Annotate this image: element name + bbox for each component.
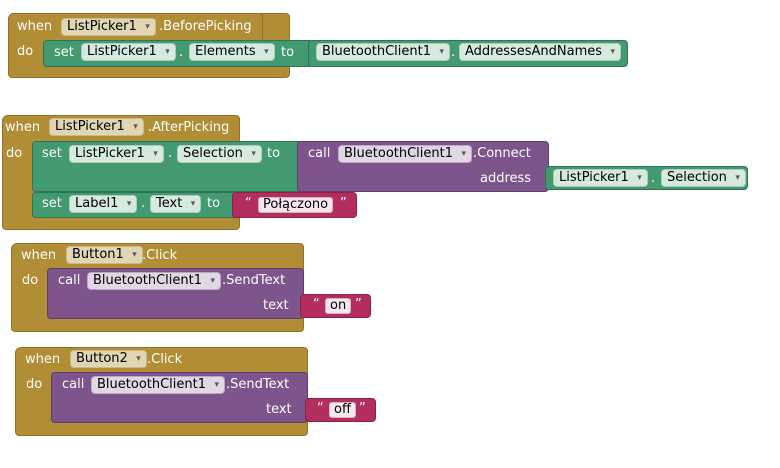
- call-component-dropdown[interactable]: BluetoothClient1 ▾: [91, 376, 226, 394]
- event-component-name: Button1: [72, 247, 124, 262]
- to-label: to: [207, 196, 221, 211]
- call-component-name: BluetoothClient1: [93, 273, 203, 288]
- close-quote: ”: [359, 401, 366, 416]
- text-string-value: Połączono: [263, 197, 329, 212]
- method-name-label: .SendText: [222, 273, 286, 288]
- event-component-name: Button2: [76, 351, 128, 366]
- set-component-name: ListPicker1: [87, 44, 157, 59]
- dot-separator: .: [141, 196, 146, 211]
- event-component-name: ListPicker1: [67, 19, 137, 34]
- dot-separator: .: [451, 45, 456, 60]
- do-label: do: [17, 44, 34, 59]
- when-label: when: [25, 352, 61, 367]
- address-label: address: [480, 171, 532, 186]
- call-component-dropdown[interactable]: BluetoothClient1 ▾: [338, 145, 473, 163]
- label-property-dropdown[interactable]: Text ▾: [150, 195, 202, 213]
- chevron-down-icon: ▾: [133, 122, 138, 132]
- event-component-dropdown[interactable]: ListPicker1 ▾: [61, 18, 156, 36]
- text-string-value: on: [330, 298, 347, 313]
- when-label: when: [21, 248, 57, 263]
- close-quote: ”: [355, 297, 362, 312]
- set-property-name: Selection: [183, 146, 243, 161]
- address-property-name: Selection: [667, 170, 727, 185]
- event-component-name: ListPicker1: [55, 119, 125, 134]
- text-string-value: off: [334, 402, 351, 417]
- open-quote: “: [313, 297, 320, 312]
- call-component-name: BluetoothClient1: [97, 377, 207, 392]
- text-param-label: text: [266, 402, 292, 417]
- event-name-label: .AfterPicking: [148, 120, 230, 135]
- event-name-label: .BeforePicking: [159, 19, 252, 34]
- close-quote: ”: [340, 196, 347, 211]
- do-label: do: [26, 377, 43, 392]
- set-component-dropdown[interactable]: ListPicker1 ▾: [69, 145, 164, 163]
- label-property-name: Text: [156, 196, 183, 211]
- event-component-dropdown[interactable]: ListPicker1 ▾: [49, 118, 144, 136]
- value-component-dropdown[interactable]: BluetoothClient1 ▾: [316, 43, 451, 61]
- call-label: call: [308, 146, 331, 161]
- chevron-down-icon: ▾: [153, 149, 158, 159]
- chevron-down-icon: ▾: [461, 149, 467, 159]
- do-label: do: [22, 273, 39, 288]
- dot-separator: .: [179, 45, 184, 60]
- open-quote: “: [245, 196, 252, 211]
- chevron-down-icon: ▾: [637, 173, 642, 183]
- call-component-name: BluetoothClient1: [344, 146, 454, 161]
- set-label: set: [42, 146, 62, 161]
- event-name-label: .Click: [142, 248, 178, 263]
- event-component-dropdown[interactable]: Button1 ▾: [66, 246, 143, 264]
- chevron-down-icon: ▾: [264, 47, 269, 57]
- chevron-down-icon: ▾: [190, 199, 196, 209]
- chevron-down-icon: ▾: [132, 250, 137, 260]
- label-component-dropdown[interactable]: Label1 ▾: [69, 195, 138, 213]
- value-component-name: BluetoothClient1: [322, 44, 432, 59]
- chevron-down-icon: ▾: [214, 380, 220, 390]
- method-name-label: .SendText: [226, 377, 290, 392]
- value-property-name: AddressesAndNames: [465, 44, 603, 59]
- set-component-name: ListPicker1: [75, 146, 145, 161]
- chevron-down-icon: ▾: [439, 47, 445, 57]
- method-name-label: .Connect: [473, 146, 531, 161]
- address-property-dropdown[interactable]: Selection ▾: [661, 169, 746, 187]
- set-label: set: [42, 196, 62, 211]
- text-string-field[interactable]: on: [325, 298, 352, 314]
- when-label: when: [5, 120, 41, 135]
- event-name-label: .Click: [147, 352, 183, 367]
- chevron-down-icon: ▾: [210, 276, 216, 286]
- event-component-dropdown[interactable]: Button2 ▾: [70, 350, 147, 368]
- open-quote: “: [317, 401, 324, 416]
- dot-separator: .: [651, 171, 656, 186]
- to-label: to: [267, 146, 281, 161]
- chevron-down-icon: ▾: [735, 173, 740, 183]
- chevron-down-icon: ▾: [251, 149, 256, 159]
- address-component-dropdown[interactable]: ListPicker1 ▾: [553, 169, 648, 187]
- dot-separator: .: [168, 146, 173, 161]
- set-property-dropdown[interactable]: Elements ▾: [189, 43, 275, 61]
- chevron-down-icon: ▾: [610, 47, 616, 57]
- set-property-name: Elements: [195, 44, 256, 59]
- text-string-field[interactable]: Połączono: [258, 197, 334, 213]
- set-component-dropdown[interactable]: ListPicker1 ▾: [81, 43, 176, 61]
- to-label: to: [281, 45, 295, 60]
- chevron-down-icon: ▾: [165, 47, 170, 57]
- value-property-dropdown[interactable]: AddressesAndNames ▾: [459, 43, 622, 61]
- call-label: call: [62, 377, 85, 392]
- do-label: do: [6, 146, 23, 161]
- label-component-name: Label1: [75, 196, 119, 211]
- call-label: call: [58, 273, 81, 288]
- text-string-field[interactable]: off: [329, 402, 356, 418]
- call-component-dropdown[interactable]: BluetoothClient1 ▾: [87, 272, 222, 290]
- when-label: when: [17, 19, 53, 34]
- chevron-down-icon: ▾: [126, 199, 132, 209]
- set-property-dropdown[interactable]: Selection ▾: [177, 145, 262, 163]
- text-param-label: text: [263, 298, 289, 313]
- address-component-name: ListPicker1: [559, 170, 629, 185]
- chevron-down-icon: ▾: [145, 22, 150, 32]
- set-label: set: [54, 45, 74, 60]
- chevron-down-icon: ▾: [136, 354, 141, 364]
